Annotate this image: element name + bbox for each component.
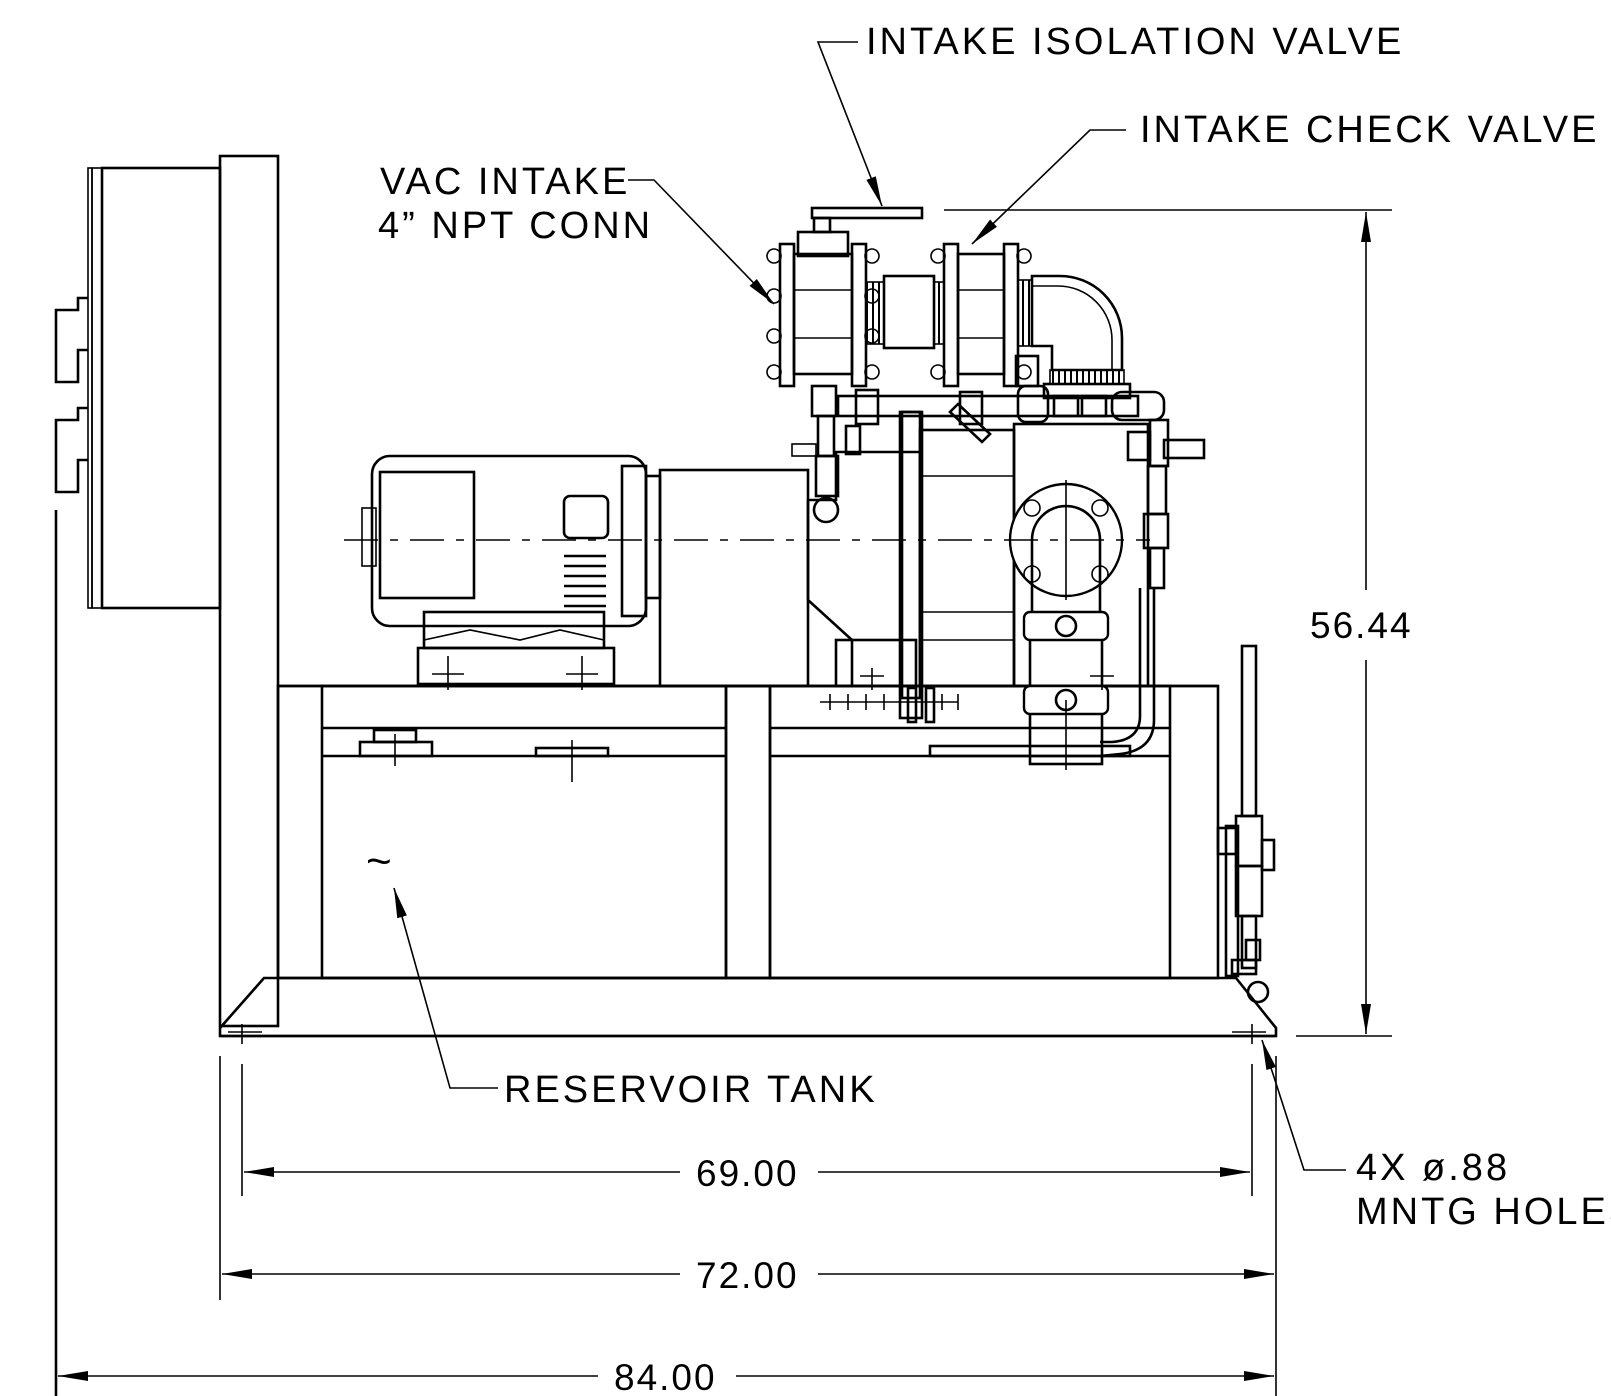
vacuum-pump xyxy=(806,410,1150,770)
overall-width-dimension-value: 84.00 xyxy=(614,1357,717,1396)
panel-handle-bottom xyxy=(54,406,88,494)
support-bracket xyxy=(820,410,959,724)
intake-isolation-valve-label: INTAKE ISOLATION VALVE xyxy=(866,21,1404,63)
skid-frame xyxy=(276,684,1220,980)
hole-spacing-dimension-value: 69.00 xyxy=(696,1153,799,1194)
motor-cooling-fins xyxy=(564,554,606,608)
dimension-69 xyxy=(241,1064,1253,1196)
mntg-holes-label-line1: 4X ø.88 xyxy=(1356,1147,1510,1189)
reservoir-tank-label: RESERVOIR TANK xyxy=(504,1069,878,1111)
base-width-dimension-value: 72.00 xyxy=(696,1255,799,1296)
intake-piping xyxy=(766,206,1206,758)
skid-base xyxy=(218,976,1278,1044)
mntg-holes-label-line2: MNTG HOLES xyxy=(1356,1191,1611,1233)
height-dimension-value: 56.44 xyxy=(1310,605,1413,646)
dimension-72 xyxy=(219,1056,1277,1396)
vac-intake-label-line2: 4” NPT CONN xyxy=(378,205,653,247)
dimension-height xyxy=(944,209,1392,1037)
intake-check-valve-label: INTAKE CHECK VALVE xyxy=(1140,109,1599,151)
vac-intake-label-line1: VAC INTAKE xyxy=(380,161,630,203)
reservoir-level-mark: ~ xyxy=(366,837,395,886)
panel-handle-top xyxy=(54,296,88,384)
control-panel xyxy=(54,154,280,1396)
electric-motor xyxy=(361,454,662,690)
side-drain-assembly xyxy=(1216,644,1276,1004)
coupling-guard xyxy=(658,468,810,688)
